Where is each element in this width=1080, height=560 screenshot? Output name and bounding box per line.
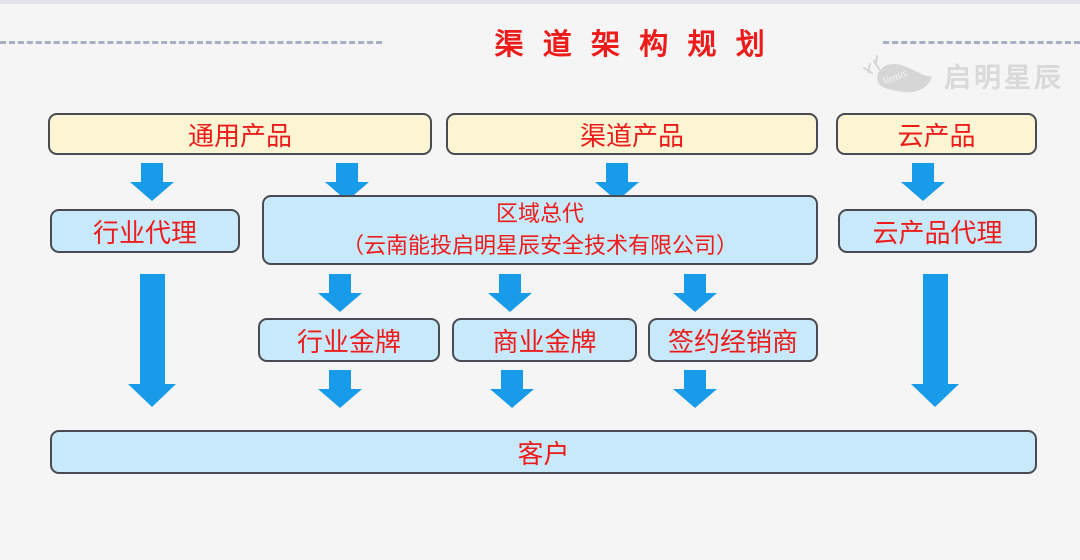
box-customer-label: 客户 bbox=[517, 439, 570, 469]
arrow-down-icon bbox=[901, 163, 945, 201]
box-channel-products-label: 渠道产品 bbox=[579, 121, 684, 151]
box-industry-agent[interactable]: 行业代理 bbox=[50, 209, 240, 253]
box-industry-gold[interactable]: 行业金牌 bbox=[258, 318, 440, 362]
top-divider-bar bbox=[0, 0, 1080, 4]
arrow-down-icon bbox=[673, 274, 717, 312]
box-customer[interactable]: 客户 bbox=[50, 430, 1037, 474]
venustech-logo-text: 启明星辰 bbox=[944, 62, 1064, 93]
arrow-down-icon bbox=[318, 274, 362, 312]
arrow-down-icon bbox=[673, 370, 717, 408]
header: 渠 道 架 构 规 划 bbox=[0, 22, 1080, 62]
box-commercial-gold[interactable]: 商业金牌 bbox=[452, 318, 637, 362]
venustech-logo: Venus 启明星辰 bbox=[860, 52, 1064, 98]
box-industry-agent-label: 行业代理 bbox=[92, 218, 197, 248]
box-general-products-label: 通用产品 bbox=[187, 121, 292, 151]
box-regional-distributor-sublabel: （云南能投启明星辰安全技术有限公司） bbox=[341, 233, 738, 258]
page-title: 渠 道 架 构 规 划 bbox=[494, 29, 771, 61]
box-cloud-product-agent-label: 云产品代理 bbox=[872, 218, 1003, 248]
box-regional-distributor[interactable]: 区域总代 （云南能投启明星辰安全技术有限公司） bbox=[262, 195, 818, 265]
box-contracted-dealer-label: 签约经销商 bbox=[667, 327, 798, 357]
box-contracted-dealer[interactable]: 签约经销商 bbox=[648, 318, 818, 362]
box-general-products[interactable]: 通用产品 bbox=[48, 113, 432, 155]
arrow-down-long-icon bbox=[911, 274, 959, 407]
arrow-down-icon bbox=[490, 370, 534, 408]
box-cloud-products[interactable]: 云产品 bbox=[836, 113, 1037, 155]
title-dash-line-right bbox=[883, 40, 1080, 44]
box-commercial-gold-label: 商业金牌 bbox=[492, 327, 597, 357]
arrow-down-icon bbox=[318, 370, 362, 408]
arrow-down-icon bbox=[488, 274, 532, 312]
venustech-logo-icon: Venus bbox=[863, 55, 932, 93]
box-channel-products[interactable]: 渠道产品 bbox=[446, 113, 818, 155]
box-industry-gold-label: 行业金牌 bbox=[296, 327, 401, 357]
title-dash-line-left bbox=[0, 40, 382, 44]
box-cloud-products-label: 云产品 bbox=[897, 121, 976, 151]
arrow-down-icon bbox=[130, 163, 174, 201]
box-regional-distributor-label: 区域总代 bbox=[495, 201, 584, 227]
arrow-down-long-icon bbox=[128, 274, 176, 407]
box-cloud-product-agent[interactable]: 云产品代理 bbox=[838, 209, 1037, 253]
